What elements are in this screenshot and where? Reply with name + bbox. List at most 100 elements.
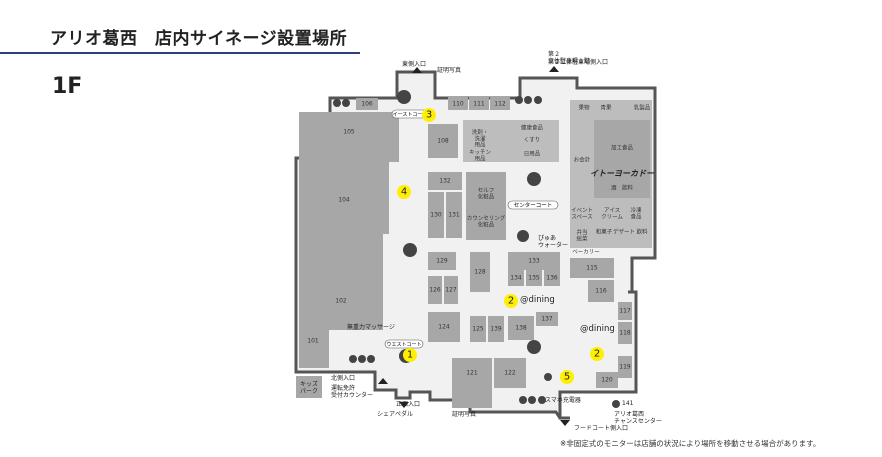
medicine-label: くすり: [524, 137, 541, 144]
store-112-label: 112: [494, 101, 506, 108]
signage-marker-2b-num: 2: [594, 349, 600, 360]
signage-marker-3[interactable]: [422, 108, 436, 122]
store-132[interactable]: [428, 172, 462, 190]
store-125-label: 125: [472, 326, 484, 333]
signage-marker-1[interactable]: [403, 348, 417, 362]
event-space-label: イベントスペース: [571, 207, 593, 220]
store-138-label: 138: [515, 325, 527, 332]
store-119[interactable]: [618, 356, 632, 378]
store-132-label: 132: [439, 178, 451, 185]
store-116[interactable]: [588, 280, 614, 302]
self-cosme-label: セルフ化粧品: [478, 187, 495, 200]
store-118-label: 118: [619, 330, 631, 337]
store-110[interactable]: [448, 96, 468, 110]
phone-charge-icon: [538, 396, 546, 404]
store-111[interactable]: [469, 96, 489, 110]
info-icon: [524, 96, 532, 104]
restroom-icon-west: [349, 355, 357, 363]
store-134[interactable]: [508, 270, 524, 286]
store-102[interactable]: [299, 234, 383, 330]
store-124[interactable]: [428, 312, 460, 342]
store-112[interactable]: [490, 96, 510, 110]
store-119-label: 119: [619, 364, 631, 371]
kids-park[interactable]: [296, 376, 322, 398]
store-129[interactable]: [428, 252, 456, 270]
signage-marker-1-num: 1: [407, 350, 413, 361]
restroom-women-icon: [342, 99, 350, 107]
store-124-label: 124: [438, 324, 450, 331]
store-118[interactable]: [618, 322, 632, 344]
footnote: ※非固定式のモニターは店舗の状況により場所を移動させる場合があります。: [560, 439, 821, 448]
escalator-icon-dining: [527, 340, 541, 354]
license-counter-label: 運転免許受付カウンター: [331, 384, 373, 399]
store-106-label: 106: [361, 101, 373, 108]
escalator-icon-top: [397, 90, 411, 104]
store-122[interactable]: [494, 358, 526, 388]
store-105[interactable]: [299, 112, 399, 162]
north-entrance-arrow-icon: [378, 378, 388, 384]
store-126-label: 126: [429, 287, 441, 294]
store-126[interactable]: [428, 276, 442, 304]
store-125[interactable]: [470, 316, 486, 342]
foodcourt-entrance-label: フードコート側入口: [574, 424, 628, 432]
store-102-label: 102: [335, 298, 347, 305]
signage-marker-5-num: 5: [564, 372, 570, 383]
store-138[interactable]: [508, 316, 534, 340]
store-130-label: 130: [430, 212, 442, 219]
ice-cream-label: アイスクリーム: [601, 207, 623, 220]
store-127[interactable]: [444, 276, 458, 304]
store-135[interactable]: [526, 270, 542, 286]
store-128[interactable]: [470, 252, 490, 292]
west-court-pill: [384, 339, 424, 349]
center-court-pill: [507, 200, 559, 210]
store-131-label: 131: [448, 212, 460, 219]
signage-marker-2[interactable]: [504, 294, 518, 308]
counseling-cosme-label: カウンセリング化粧品: [467, 214, 506, 228]
signage-marker-4-num: 4: [401, 187, 407, 198]
store-133[interactable]: [508, 252, 560, 270]
lottery-icon: [612, 400, 620, 408]
store-101[interactable]: [299, 330, 329, 368]
drugstore-block[interactable]: [463, 120, 559, 162]
store-136[interactable]: [544, 270, 560, 286]
restroom-icon-south: [519, 396, 527, 404]
store-106[interactable]: [356, 98, 378, 110]
store-105-label: 105: [343, 129, 355, 136]
store-120[interactable]: [596, 372, 618, 388]
dining-label-a: @dining: [520, 295, 555, 305]
bento-label: 弁当総菜: [576, 228, 588, 242]
store-108[interactable]: [428, 124, 458, 158]
ito-yokado-inner: [594, 120, 650, 198]
drinks-label: 飲料: [636, 228, 648, 236]
parking-entrance-arrow-icon: [549, 66, 559, 72]
cosme-block[interactable]: [466, 172, 506, 240]
store-139[interactable]: [488, 316, 504, 342]
smart-charge-label: スマホ充電器: [545, 396, 581, 404]
info-icon-west: [367, 355, 375, 363]
parking2-entrance-label: 第２立体駐車場側入口: [548, 58, 608, 66]
restroom-icon: [333, 99, 341, 107]
main-entrance-arrow-icon: [399, 402, 409, 408]
store-136-label: 136: [546, 275, 558, 282]
store-131[interactable]: [446, 192, 462, 238]
east-entrance-label: 東側入口: [402, 60, 426, 68]
store-110-label: 110: [452, 101, 464, 108]
store-117[interactable]: [618, 302, 632, 320]
checkout-label: お会計: [574, 156, 591, 164]
store-137[interactable]: [536, 312, 558, 326]
restroom-icon-b: [534, 96, 542, 104]
main-entrance-label: 正面入口: [396, 401, 420, 408]
store-121[interactable]: [452, 358, 492, 408]
foodcourt-entrance-arrow-icon: [560, 420, 570, 426]
store-122-label: 122: [504, 370, 516, 377]
store-115[interactable]: [570, 258, 614, 278]
store-104[interactable]: [299, 162, 389, 234]
signage-marker-5[interactable]: [560, 370, 574, 384]
kids-park-label: キッズパーク: [300, 380, 318, 395]
photo-booth-bottom-label: 証明写真: [452, 410, 476, 418]
signage-marker-2b[interactable]: [590, 347, 604, 361]
store-134-label: 134: [510, 275, 522, 282]
signage-marker-4[interactable]: [397, 185, 411, 199]
store-130[interactable]: [428, 192, 444, 238]
